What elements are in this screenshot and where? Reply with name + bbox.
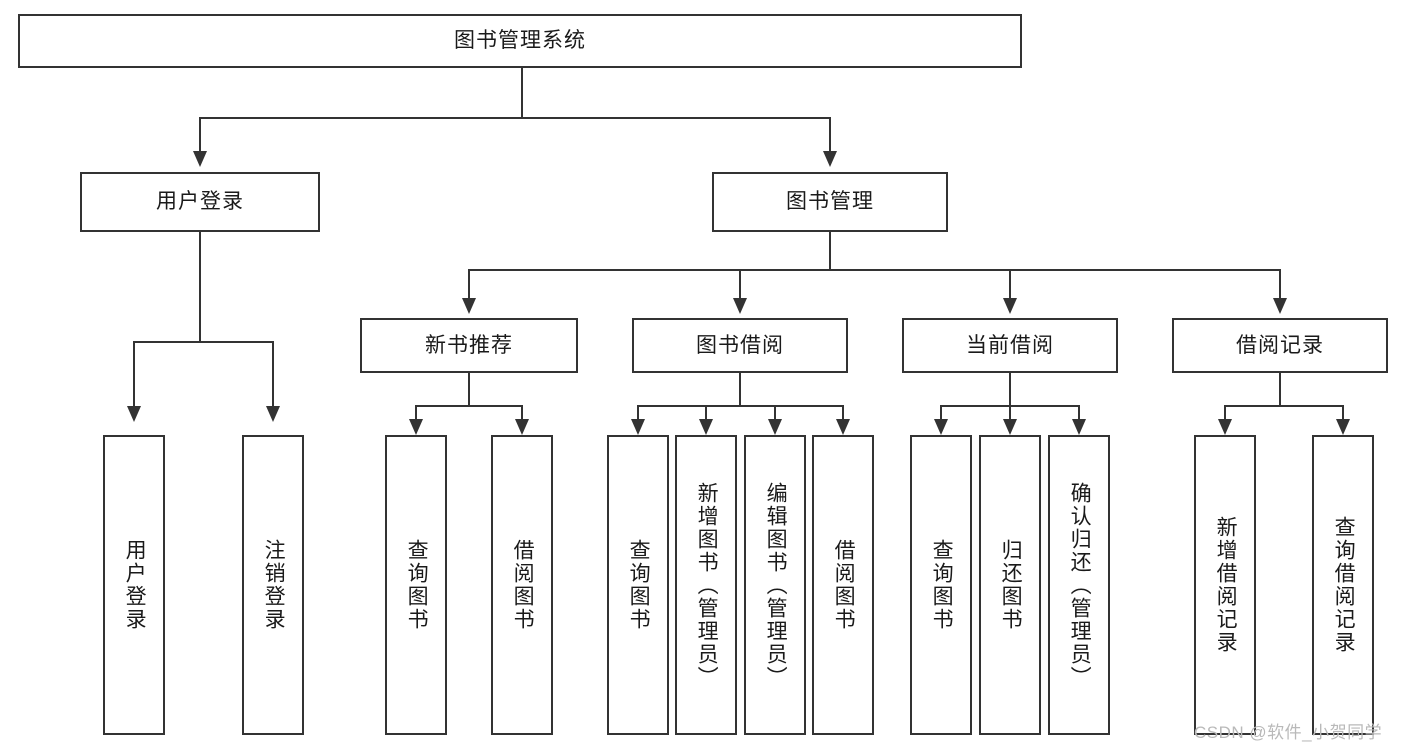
leaf-add-borrow-record[interactable]: 新增借阅记录	[1194, 435, 1256, 735]
node-label: 新书推荐	[425, 333, 513, 357]
node-current-borrow[interactable]: 当前借阅	[902, 318, 1118, 373]
edge-book-borrow-leaf1-drop	[637, 405, 639, 419]
edge-book-borrow-leaf3-drop	[774, 405, 776, 419]
arrow-down-icon-user-login-leaf2	[266, 406, 280, 422]
edge-new-book-bus	[415, 405, 522, 407]
arrow-down-icon-borrow-record	[1273, 298, 1287, 314]
arrow-down-icon-current-borrow	[1003, 298, 1017, 314]
arrow-down-icon-new-book-leaf2	[515, 419, 529, 435]
edge-new-book-drop	[468, 373, 470, 406]
node-label: 新增借阅记录	[1214, 516, 1238, 654]
leaf-query-borrow-record[interactable]: 查询借阅记录	[1312, 435, 1374, 735]
edge-level3-bus	[468, 269, 1281, 271]
node-label: 查询借阅记录	[1332, 516, 1356, 654]
arrow-down-icon-book-borrow-leaf2	[699, 419, 713, 435]
csdn-watermark: CSDN @软件_小贺同学	[1194, 723, 1383, 742]
leaf-query-book-borrow[interactable]: 查询图书	[607, 435, 669, 735]
leaf-logout[interactable]: 注销登录	[242, 435, 304, 735]
edge-book-borrow-bus	[637, 405, 843, 407]
leaf-borrow-book-recommend[interactable]: 借阅图书	[491, 435, 553, 735]
edge-borrow-record-leaf2-drop	[1342, 405, 1344, 419]
edge-current-borrow-leaf2-drop	[1009, 405, 1011, 419]
leaf-edit-book-admin[interactable]: 编辑图书（管理员）	[744, 435, 806, 735]
edge-user-login-leaf1-drop	[133, 341, 135, 406]
node-root-book-management-system[interactable]: 图书管理系统	[18, 14, 1022, 68]
node-label: 查询图书	[627, 539, 651, 631]
node-label: 归还图书	[999, 539, 1023, 631]
node-label: 借阅图书	[511, 539, 535, 631]
edge-current-borrow-leaf1-drop	[940, 405, 942, 419]
arrow-down-icon-book-borrow-leaf1	[631, 419, 645, 435]
arrow-down-icon-new-book-recommend	[462, 298, 476, 314]
arrow-down-icon-book-management	[823, 151, 837, 167]
arrow-down-icon-book-borrow	[733, 298, 747, 314]
node-label: 查询图书	[930, 539, 954, 631]
edge-new-book-leaf1-drop	[415, 405, 417, 419]
leaf-borrow-book[interactable]: 借阅图书	[812, 435, 874, 735]
edge-level3-drop-current-borrow	[1009, 269, 1011, 298]
arrow-down-icon-user-login	[193, 151, 207, 167]
leaf-confirm-return-admin[interactable]: 确认归还（管理员）	[1048, 435, 1110, 735]
edge-level2-drop-book-management	[829, 117, 831, 151]
edge-level3-drop-borrow-record	[1279, 269, 1281, 298]
node-book-management[interactable]: 图书管理	[712, 172, 948, 232]
edge-level2-drop-user-login	[199, 117, 201, 151]
node-label: 确认归还（管理员）	[1068, 481, 1092, 689]
arrow-down-icon-book-borrow-leaf4	[836, 419, 850, 435]
node-label: 图书借阅	[696, 333, 784, 357]
node-user-login[interactable]: 用户登录	[80, 172, 320, 232]
node-label: 用户登录	[123, 539, 147, 631]
arrow-down-icon-current-borrow-leaf3	[1072, 419, 1086, 435]
node-label: 查询图书	[405, 539, 429, 631]
edge-level3-drop-new-book	[468, 269, 470, 298]
arrow-down-icon-current-borrow-leaf1	[934, 419, 948, 435]
node-label: 图书管理系统	[454, 29, 586, 53]
node-label: 图书管理	[786, 190, 874, 214]
edge-user-login-bus	[133, 341, 273, 343]
leaf-user-login[interactable]: 用户登录	[103, 435, 165, 735]
edge-user-login-leaf2-drop	[272, 341, 274, 406]
node-label: 借阅记录	[1236, 333, 1324, 357]
leaf-return-book[interactable]: 归还图书	[979, 435, 1041, 735]
arrow-down-icon-new-book-leaf1	[409, 419, 423, 435]
edge-borrow-record-leaf1-drop	[1224, 405, 1226, 419]
node-label: 新增图书（管理员）	[695, 481, 719, 689]
arrow-down-icon-user-login-leaf1	[127, 406, 141, 422]
edge-book-management-drop	[829, 232, 831, 270]
node-label: 当前借阅	[966, 333, 1054, 357]
leaf-query-book-recommend[interactable]: 查询图书	[385, 435, 447, 735]
node-label: 注销登录	[262, 539, 286, 631]
edge-current-borrow-drop	[1009, 373, 1011, 406]
edge-new-book-leaf2-drop	[521, 405, 523, 419]
edge-level2-bus	[199, 117, 831, 119]
node-label: 用户登录	[156, 190, 244, 214]
leaf-add-book-admin[interactable]: 新增图书（管理员）	[675, 435, 737, 735]
node-new-book-recommend[interactable]: 新书推荐	[360, 318, 578, 373]
edge-book-borrow-leaf4-drop	[842, 405, 844, 419]
edge-book-borrow-drop	[739, 373, 741, 406]
edge-level3-drop-book-borrow	[739, 269, 741, 298]
node-label: 借阅图书	[832, 539, 856, 631]
arrow-down-icon-book-borrow-leaf3	[768, 419, 782, 435]
edge-root-drop	[521, 68, 523, 118]
node-borrow-record[interactable]: 借阅记录	[1172, 318, 1388, 373]
edge-user-login-drop	[199, 232, 201, 342]
edge-borrow-record-bus	[1224, 405, 1343, 407]
node-book-borrow[interactable]: 图书借阅	[632, 318, 848, 373]
arrow-down-icon-borrow-record-leaf1	[1218, 419, 1232, 435]
arrow-down-icon-borrow-record-leaf2	[1336, 419, 1350, 435]
edge-book-borrow-leaf2-drop	[705, 405, 707, 419]
leaf-query-book-current[interactable]: 查询图书	[910, 435, 972, 735]
edge-current-borrow-leaf3-drop	[1078, 405, 1080, 419]
arrow-down-icon-current-borrow-leaf2	[1003, 419, 1017, 435]
edge-borrow-record-drop	[1279, 373, 1281, 406]
node-label: 编辑图书（管理员）	[764, 481, 788, 689]
